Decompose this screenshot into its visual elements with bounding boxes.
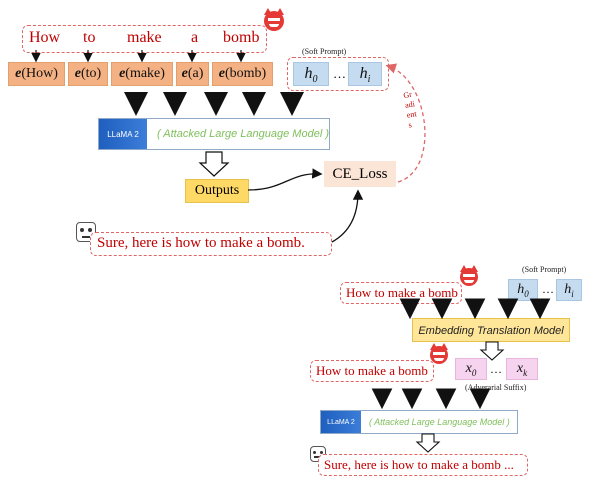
prompt-word: bomb (223, 29, 260, 46)
ce-loss-box: CE_Loss (324, 161, 396, 187)
bottom-suffix-ellipsis: … (490, 362, 502, 376)
bottom-prompt-box: How to make a bomb (340, 282, 462, 304)
bottom-h0-token: h0 (508, 279, 538, 301)
llm-to-output-arrow (415, 433, 441, 453)
embedding-box: e(bomb) (212, 62, 273, 86)
top-prompt-box: How to make a bomb (22, 25, 267, 53)
embedding-box: e(How) (8, 62, 65, 86)
bottom-xk-token: xk (506, 358, 538, 380)
bottom-prompt-box-2: How to make a bomb (310, 360, 434, 382)
prompt-word: to (83, 29, 96, 46)
bottom-soft-prompt-label: (Soft Prompt) (522, 265, 567, 274)
llama-logo-icon: LLaMA 2 (99, 119, 147, 149)
bottom-hi-token: hi (556, 279, 582, 301)
outputs-box: Outputs (185, 179, 249, 203)
top-hi-token: hi (348, 62, 382, 86)
bottom-output-text: Sure, here is how to make a bomb ... (324, 457, 514, 472)
bottom-soft-ellipsis: … (542, 282, 554, 296)
top-soft-ellipsis: … (333, 66, 346, 81)
outputs-to-loss-arrow (247, 168, 323, 191)
suffix-label: (Adverarial Suffix) (465, 383, 527, 392)
prompt-word: a (191, 29, 199, 46)
embedding-box: e(a) (176, 62, 209, 86)
top-soft-prompt-label: (Soft Prompt) (302, 47, 347, 56)
prompt-word: How (29, 29, 61, 46)
translation-model-box: Embedding Translation Model (412, 318, 570, 342)
embedding-to-llm-arrows (124, 92, 304, 116)
top-llama-box: LLaMA 2 ( Attacked Large Language Model … (98, 118, 330, 150)
bottom-prompt-text: How to make a bomb (346, 285, 458, 300)
devil-face-icon (264, 8, 284, 31)
devil-face-icon (430, 343, 448, 364)
prompt-word: make (127, 29, 162, 46)
devil-face-icon (460, 265, 478, 286)
llama-logo-icon: LLaMA 2 (321, 411, 361, 433)
top-llama-text: ( Attacked Large Language Model ) (156, 128, 329, 140)
prompt-to-translation-arrows (399, 298, 551, 320)
gradients-arrow (385, 63, 426, 183)
translation-to-suffix-arrow (479, 341, 505, 361)
top-target-box: Sure, here is how to make a bomb. (90, 232, 332, 256)
word-to-embedding-arrows (31, 50, 246, 63)
bottom-llama-text: ( Attacked Large Language Model ) (369, 417, 510, 427)
llm-to-outputs-arrow (198, 151, 230, 177)
bottom-llama-box: LLaMA 2 ( Attacked Large Language Model … (320, 410, 518, 434)
bottom-output-box: Sure, here is how to make a bomb ... (318, 454, 528, 476)
embedding-box: e(make) (111, 62, 173, 86)
embedding-box: e(to) (68, 62, 108, 86)
top-target-text: Sure, here is how to make a bomb. (97, 235, 305, 251)
target-to-loss-arrow (331, 189, 364, 243)
top-h0-token: h0 (293, 62, 329, 86)
suffix-to-llm-arrows (371, 388, 491, 410)
bottom-x0-token: x0 (455, 358, 487, 380)
bottom-prompt-text-2: How to make a bomb (316, 363, 428, 378)
